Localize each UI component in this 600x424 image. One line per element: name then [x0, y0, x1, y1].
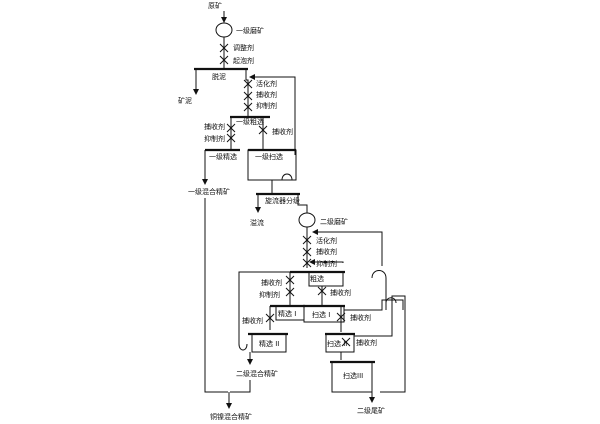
secondary-bulk-concentrate-label: 二级混合精矿 [236, 369, 278, 378]
collector-scav-2b-label: 捕收剂 [350, 313, 371, 322]
scavenging-3-cell [331, 361, 373, 393]
cleaning-2-label: 精选 II [259, 339, 279, 348]
recycle-hop-2 [385, 297, 397, 304]
collector-scav-1-label: 捕收剂 [272, 127, 293, 136]
scav-2-recycle [354, 295, 406, 393]
primary-bulk-concentrate-label: 一级混合精矿 [188, 187, 230, 196]
scavenging-3-label: 扫选III [343, 371, 363, 380]
regulator-label: 调整剂 [233, 43, 254, 52]
scavenger-recycle-1 [249, 74, 296, 155]
overflow-label: 溢流 [250, 218, 264, 227]
cleaning-middlings-loop [238, 271, 292, 344]
depressant-cleaner-1-label: 抑制剂 [204, 134, 225, 143]
collector-cleaner-2-label: 捕收剂 [261, 278, 282, 287]
reagent-cross-depressant-cleaner-1 [226, 133, 236, 143]
scavenging-hop [281, 173, 293, 181]
collector-2-label: 捕收剂 [316, 247, 337, 256]
activator-1-label: 活化剂 [256, 79, 277, 88]
roughing-cell [308, 271, 344, 287]
reagent-cross-collector-1 [243, 91, 253, 101]
depressant-cleaner-2-label: 抑制剂 [259, 290, 280, 299]
scavenging-1-label: 扫选 I [312, 310, 330, 319]
recycle-to-grinding-2 [312, 229, 383, 266]
collector-1-label: 捕收剂 [256, 90, 277, 99]
reagent-cross-regulator [219, 43, 229, 53]
scavenging-2-label: 扫选 II [327, 339, 347, 348]
primary-bulk-to-final-line [204, 198, 228, 393]
secondary-bulk-to-final [230, 380, 251, 393]
reagent-cross-activator-1 [243, 79, 253, 89]
final-concentrate-label: 铜镍混合精矿 [210, 412, 252, 421]
primary-cleaning-label: 一级精选 [209, 152, 237, 161]
hydrocyclone-label: 旋流器分级 [265, 196, 300, 205]
primary-scavenging-label: 一级扫选 [255, 152, 283, 161]
rougher-concentrate-line [213, 117, 232, 151]
reagent-cross-collector-cleaner-2 [285, 275, 295, 285]
cleaning-1-label: 精选 I [278, 309, 296, 318]
raw-ore-label: 原矿 [208, 1, 222, 10]
underflow-to-mill-line [297, 194, 308, 213]
primary-grinding-mill [215, 22, 233, 38]
secondary-tailings-label: 二级尾矿 [357, 406, 385, 415]
reagent-cross-collector-scav-2 [317, 286, 327, 296]
collector-cleaner-2b-label: 捕收剂 [242, 316, 263, 325]
reagent-cross-depressant-1 [243, 102, 253, 112]
scavenging-2-cell [325, 333, 355, 353]
recycle-to-roughing-feed [309, 259, 344, 265]
secondary-grinding-mill [298, 212, 316, 228]
reagent-cross-activator-2 [302, 235, 312, 245]
primary-roughing-label: 一级粗选 [236, 117, 264, 126]
reagent-cross-collector-cleaner-2b [265, 313, 275, 323]
collector-cleaner-1-label: 捕收剂 [204, 122, 225, 131]
reagent-cross-collector-scav-2b [336, 312, 346, 322]
cleaning-loop-hop [238, 343, 248, 351]
collector-scav-3-label: 捕收剂 [356, 338, 377, 347]
reagent-cross-collector-scav-3 [341, 337, 351, 347]
activator-2-label: 活化剂 [316, 236, 337, 245]
reagent-cross-frother [219, 55, 229, 65]
collector-scav-2-label: 捕收剂 [330, 288, 351, 297]
reagent-cross-collector-cleaner-1 [226, 123, 236, 133]
desliming-label: 脱泥 [212, 72, 226, 81]
depressant-2-label: 抑制剂 [316, 259, 337, 268]
slime-label: 矿泥 [178, 96, 192, 105]
frother-label: 起泡剂 [233, 56, 254, 65]
reagent-cross-collector-scav-1 [258, 125, 268, 135]
deslimed-feed-line [245, 69, 249, 116]
reagent-cross-collector-2 [302, 247, 312, 257]
depressant-1-label: 抑制剂 [256, 101, 277, 110]
roughing-label: 粗选 [310, 274, 324, 283]
secondary-grinding-label: 二级磨矿 [320, 217, 348, 226]
cleaning-2-cell [251, 333, 287, 353]
primary-grinding-label: 一级磨矿 [236, 26, 264, 35]
reagent-cross-depressant-cleaner-2 [285, 287, 295, 297]
scav-1-recycle [344, 299, 404, 311]
recycle-hop-1 [371, 270, 387, 279]
